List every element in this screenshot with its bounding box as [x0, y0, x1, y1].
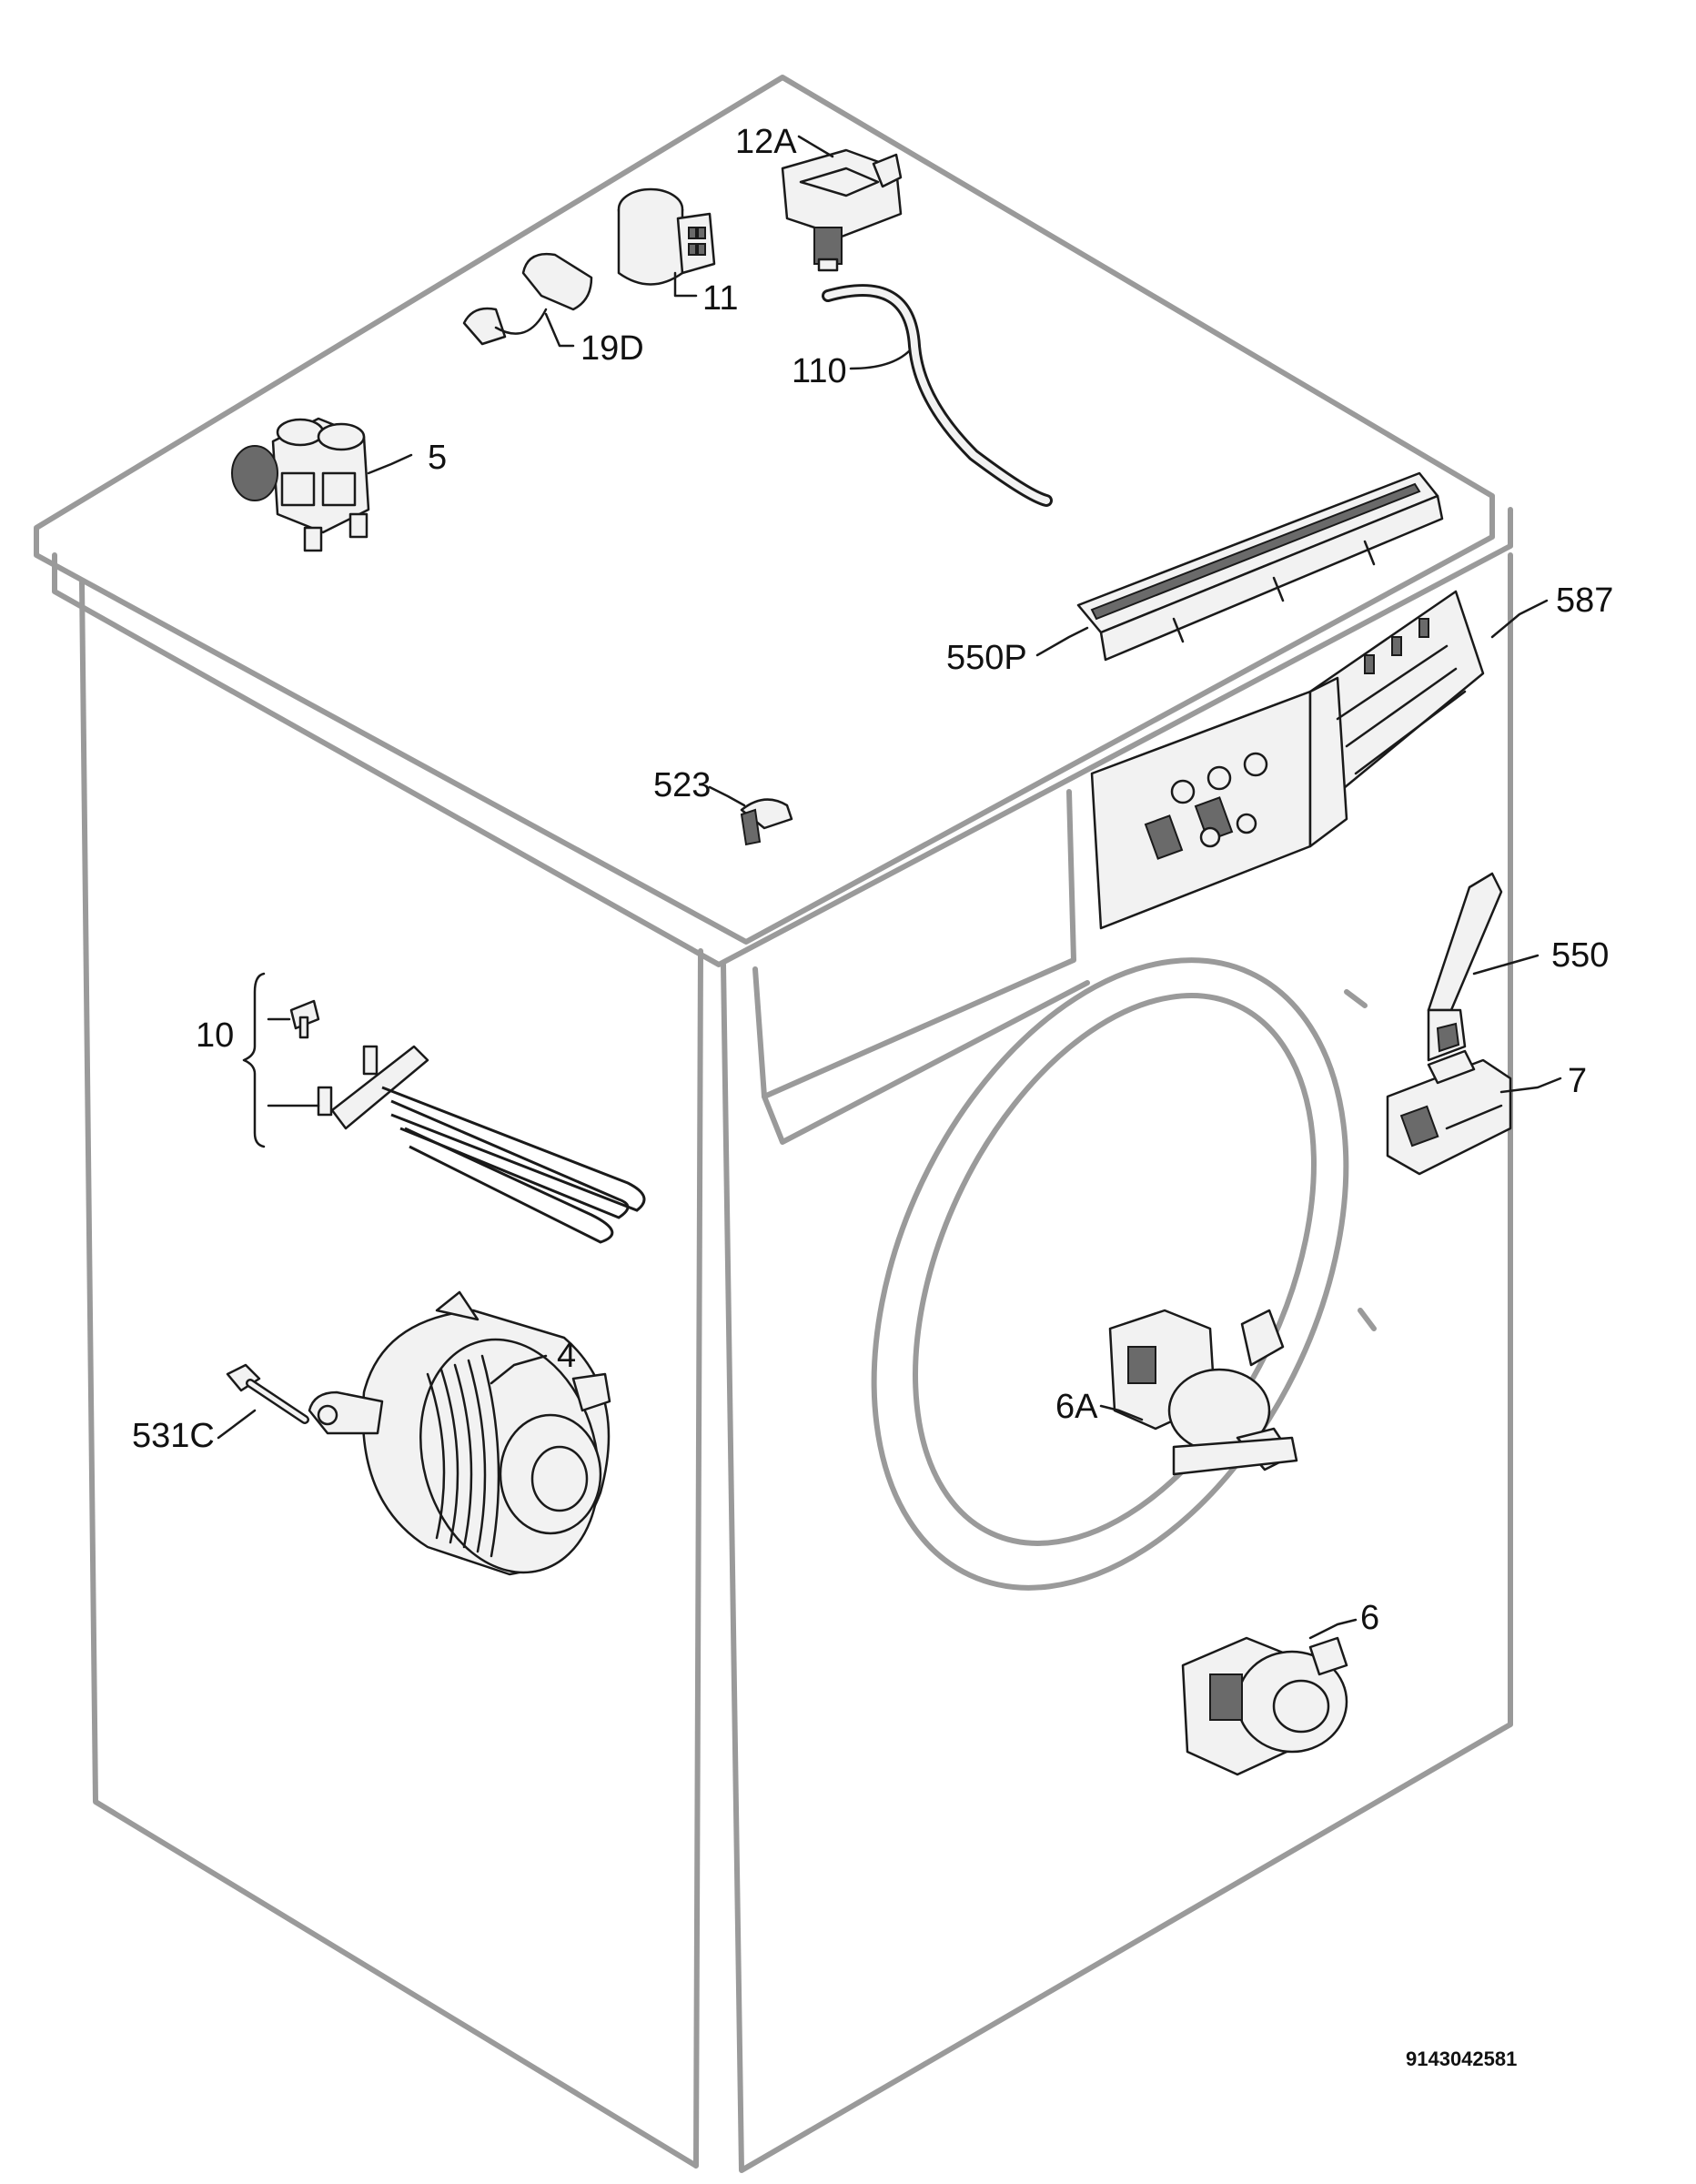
label-10: 10	[196, 1016, 234, 1055]
label-4: 4	[557, 1337, 576, 1375]
part-11-suppressor	[617, 187, 716, 286]
control-panel-strip	[752, 789, 1076, 1099]
part-19d-cap	[462, 252, 593, 346]
cabinet-left-side	[79, 580, 703, 2169]
door-opening-outer	[871, 957, 1349, 1591]
label-6: 6	[1360, 1599, 1379, 1637]
washing-machine-cabinet	[34, 75, 1513, 2173]
label-6a: 6A	[1055, 1388, 1098, 1426]
part-550-door-handle	[1427, 872, 1503, 1062]
cabinet-top-panel	[34, 75, 1495, 945]
label-11: 11	[702, 279, 738, 318]
label-19d: 19D	[580, 329, 644, 368]
cabinet-front-panel	[721, 552, 1513, 2173]
label-550: 550	[1551, 936, 1609, 975]
label-12a: 12A	[735, 123, 797, 161]
label-7: 7	[1568, 1062, 1587, 1100]
door-opening-inner	[913, 993, 1317, 1546]
label-550p: 550P	[946, 639, 1027, 677]
part-4-motor	[308, 1290, 611, 1576]
part-6-drain-pump	[1181, 1636, 1348, 1776]
part-10-heating-element	[242, 972, 646, 1244]
label-587: 587	[1556, 581, 1613, 620]
cabinet-top-lip	[52, 507, 1513, 967]
part-12a-pressure-switch	[781, 148, 903, 272]
label-5: 5	[428, 439, 447, 477]
part-587-control-board	[1090, 590, 1485, 930]
label-531c: 531C	[132, 1417, 215, 1455]
part-550p-drawer-handle	[1076, 471, 1444, 662]
label-110: 110	[792, 352, 847, 390]
part-6a-drain-pump	[1108, 1309, 1298, 1476]
part-531c-bolt	[226, 1363, 309, 1424]
part-523-clip	[740, 798, 793, 846]
document-code: 9143042581	[1406, 2048, 1517, 2070]
part-7-door-interlock	[1386, 1049, 1512, 1176]
label-523: 523	[653, 766, 711, 804]
part-110-hose	[822, 284, 1053, 507]
part-5-inlet-valve	[231, 417, 370, 552]
